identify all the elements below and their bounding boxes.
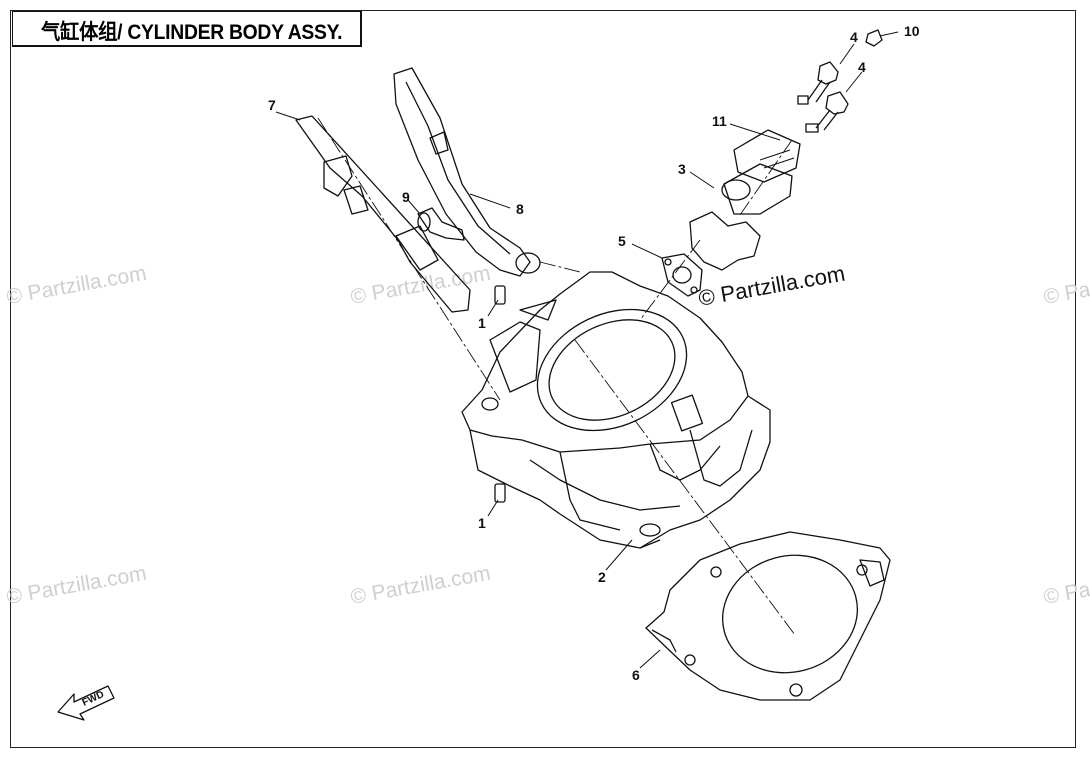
part-10-screw xyxy=(865,29,883,47)
callout-11: 11 xyxy=(712,113,727,129)
callout-5: 5 xyxy=(618,233,626,249)
part-7-chain-guide xyxy=(295,115,471,313)
title-box: 气缸体组/ CYLINDER BODY ASSY. xyxy=(12,11,362,47)
watermark-text: © Partzilla.com xyxy=(349,562,492,609)
part-8-tensioner-arm xyxy=(393,67,541,277)
callout-labels: 7 9 8 5 3 11 4 4 10 1 1 2 6 xyxy=(268,23,920,683)
page-title: 气缸体组/ CYLINDER BODY ASSY. xyxy=(41,21,343,44)
watermark-text: © Partzilla.com xyxy=(1042,262,1090,309)
drawing-frame xyxy=(10,10,1076,748)
callout-10: 10 xyxy=(904,23,920,39)
callout-1b: 1 xyxy=(478,515,486,531)
callout-6: 6 xyxy=(632,667,640,683)
part-2-cylinder-body xyxy=(461,271,771,549)
callout-leaders xyxy=(275,31,899,669)
part-4-bolts xyxy=(797,61,849,133)
callout-4a: 4 xyxy=(850,29,858,45)
callout-1a: 1 xyxy=(478,315,486,331)
watermark-text: © Partzilla.com xyxy=(5,562,148,609)
fwd-arrow-icon: FWD xyxy=(57,685,115,721)
part-5-tensioner-gasket xyxy=(661,253,703,297)
watermark-text: © Partzilla.com xyxy=(5,262,148,309)
callout-4b: 4 xyxy=(858,59,866,75)
fwd-label: FWD xyxy=(81,689,106,709)
callout-2: 2 xyxy=(598,569,606,585)
part-3-chain-tensioner xyxy=(689,129,801,271)
callout-9: 9 xyxy=(402,189,410,205)
callout-7: 7 xyxy=(268,97,276,113)
watermark-text: © Partzilla.com xyxy=(1042,562,1090,609)
watermarks: © Partzilla.com © Partzilla.com © Partzi… xyxy=(5,262,1090,609)
part-6-base-gasket xyxy=(645,531,891,701)
part-9-pivot-bolt xyxy=(417,207,465,241)
callout-8: 8 xyxy=(516,201,524,217)
watermark-text: © Partzilla.com xyxy=(349,262,492,309)
callout-3: 3 xyxy=(678,161,686,177)
part-1-dowel-pins xyxy=(494,285,506,503)
